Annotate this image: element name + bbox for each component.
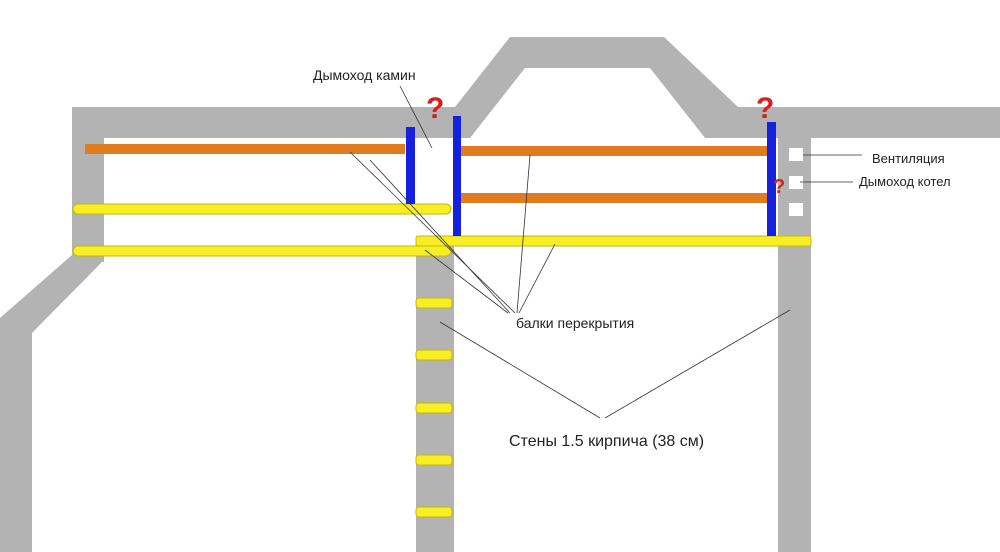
openings — [425, 148, 803, 216]
blue-post-middle — [453, 116, 461, 236]
yellow-beam-lower-left — [72, 245, 452, 257]
orange-beam-left — [85, 144, 405, 154]
leader-lines — [349, 85, 862, 419]
wall-top-right — [738, 107, 1000, 138]
fireplace-flue-opening — [425, 148, 439, 170]
wall-top-left — [72, 107, 458, 138]
label-chimney-boiler: Дымоход котел — [859, 174, 951, 189]
question-mark-icon: ? — [756, 92, 774, 125]
yellow-block-4 — [415, 454, 453, 466]
blue-post-right — [767, 122, 776, 236]
question-mark-icon: ? — [773, 176, 785, 198]
walls — [0, 37, 1000, 552]
yellow-beam-upper-left — [72, 203, 452, 215]
labels: Дымоход камин Вентиляция Дымоход котел б… — [313, 67, 951, 450]
label-ventilation: Вентиляция — [872, 151, 945, 166]
orange-beam-right-top — [460, 146, 772, 156]
wall-bay — [455, 37, 738, 138]
yellow-block-3 — [415, 402, 453, 414]
yellow-block-2 — [415, 349, 453, 361]
boiler-flue-opening-1 — [789, 176, 803, 189]
boiler-flue-opening-2 — [789, 203, 803, 216]
label-floor-beams: балки перекрытия — [516, 315, 634, 331]
blue-post-left — [406, 127, 415, 204]
wall-chimney-column — [778, 107, 811, 240]
yellow-block-5 — [415, 506, 453, 518]
ventilation-opening — [789, 148, 803, 161]
wall-middle-vertical — [416, 240, 454, 552]
yellow-beam-right — [415, 235, 812, 247]
wall-left-diagonal — [0, 255, 102, 552]
question-marks: ? ? ? — [426, 92, 785, 198]
label-walls: Стены 1.5 кирпича (38 см) — [509, 433, 704, 450]
yellow-beams — [72, 203, 812, 518]
blue-posts — [406, 116, 776, 236]
wall-left-vertical — [72, 107, 104, 262]
question-mark-icon: ? — [426, 92, 444, 125]
orange-beam-right-bottom — [460, 193, 772, 203]
orange-beams — [85, 144, 772, 203]
yellow-block-1 — [415, 297, 453, 309]
label-chimney-fireplace: Дымоход камин — [313, 67, 416, 83]
